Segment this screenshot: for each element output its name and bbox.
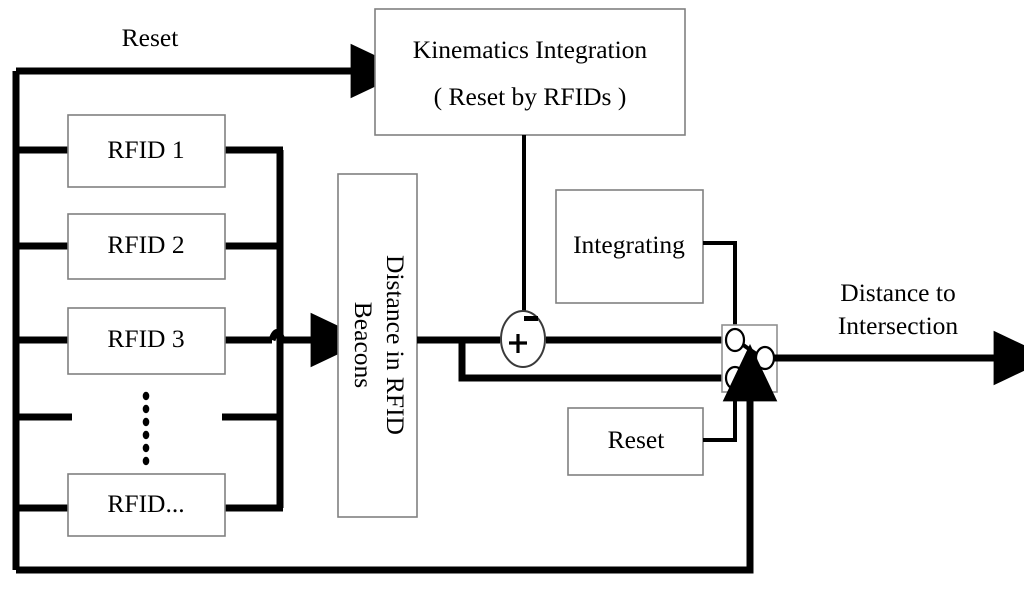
output-label-line1: Distance to [840,278,955,307]
integrating-block[interactable]: Integrating [555,189,704,304]
rfid-n-label: RFID... [107,489,184,518]
rfid-2-label: RFID 2 [107,230,184,259]
rfid3-to-distance-wire [222,312,368,368]
rfid-2-block[interactable]: RFID 2 [67,213,226,280]
switch-terminal-output[interactable] [754,345,776,371]
summing-junction-plus [509,334,527,353]
kinematics-integration-block[interactable]: Kinematics Integration ( Reset by RFIDs … [374,8,686,136]
distance-in-rfid-beacons-line2: Beacons [349,302,378,388]
distance-in-rfid-beacons-line1: Distance in RFID [381,255,410,435]
rfid-output-bus [222,146,284,512]
switch-terminal-integrating[interactable] [724,327,746,353]
rfid-input-bus [12,71,72,570]
kinematics-integration-line1: Kinematics Integration [413,35,648,64]
switch-terminal-reset[interactable] [724,365,746,391]
mode-switch[interactable] [721,324,778,393]
summing-junction[interactable] [500,310,546,368]
reset-block[interactable]: Reset [567,407,704,476]
output-label-line2: Intersection [838,311,959,340]
integrating-label: Integrating [573,230,685,259]
rfid-n-block[interactable]: RFID... [67,473,226,537]
kinematics-integration-line2: ( Reset by RFIDs ) [434,82,627,111]
reset-signal-label: Reset [122,23,179,52]
summing-junction-minus [524,316,538,321]
output-label: Distance to Intersection [838,278,959,340]
rfid-1-block[interactable]: RFID 1 [67,114,226,188]
vertical-ellipsis-icon [142,391,150,466]
integrating-to-switch-wire [703,241,737,338]
distance-in-rfid-beacons-block[interactable]: Distance in RFID Beacons [337,173,418,518]
rfid-3-label: RFID 3 [107,324,184,353]
distance-output-wire [417,336,726,382]
reset-top-label: Reset [122,23,179,52]
rfid-3-block[interactable]: RFID 3 [67,307,226,375]
feedback-loop-wire [16,344,778,574]
rfid-1-label: RFID 1 [107,135,184,164]
reset-block-label: Reset [608,425,665,454]
